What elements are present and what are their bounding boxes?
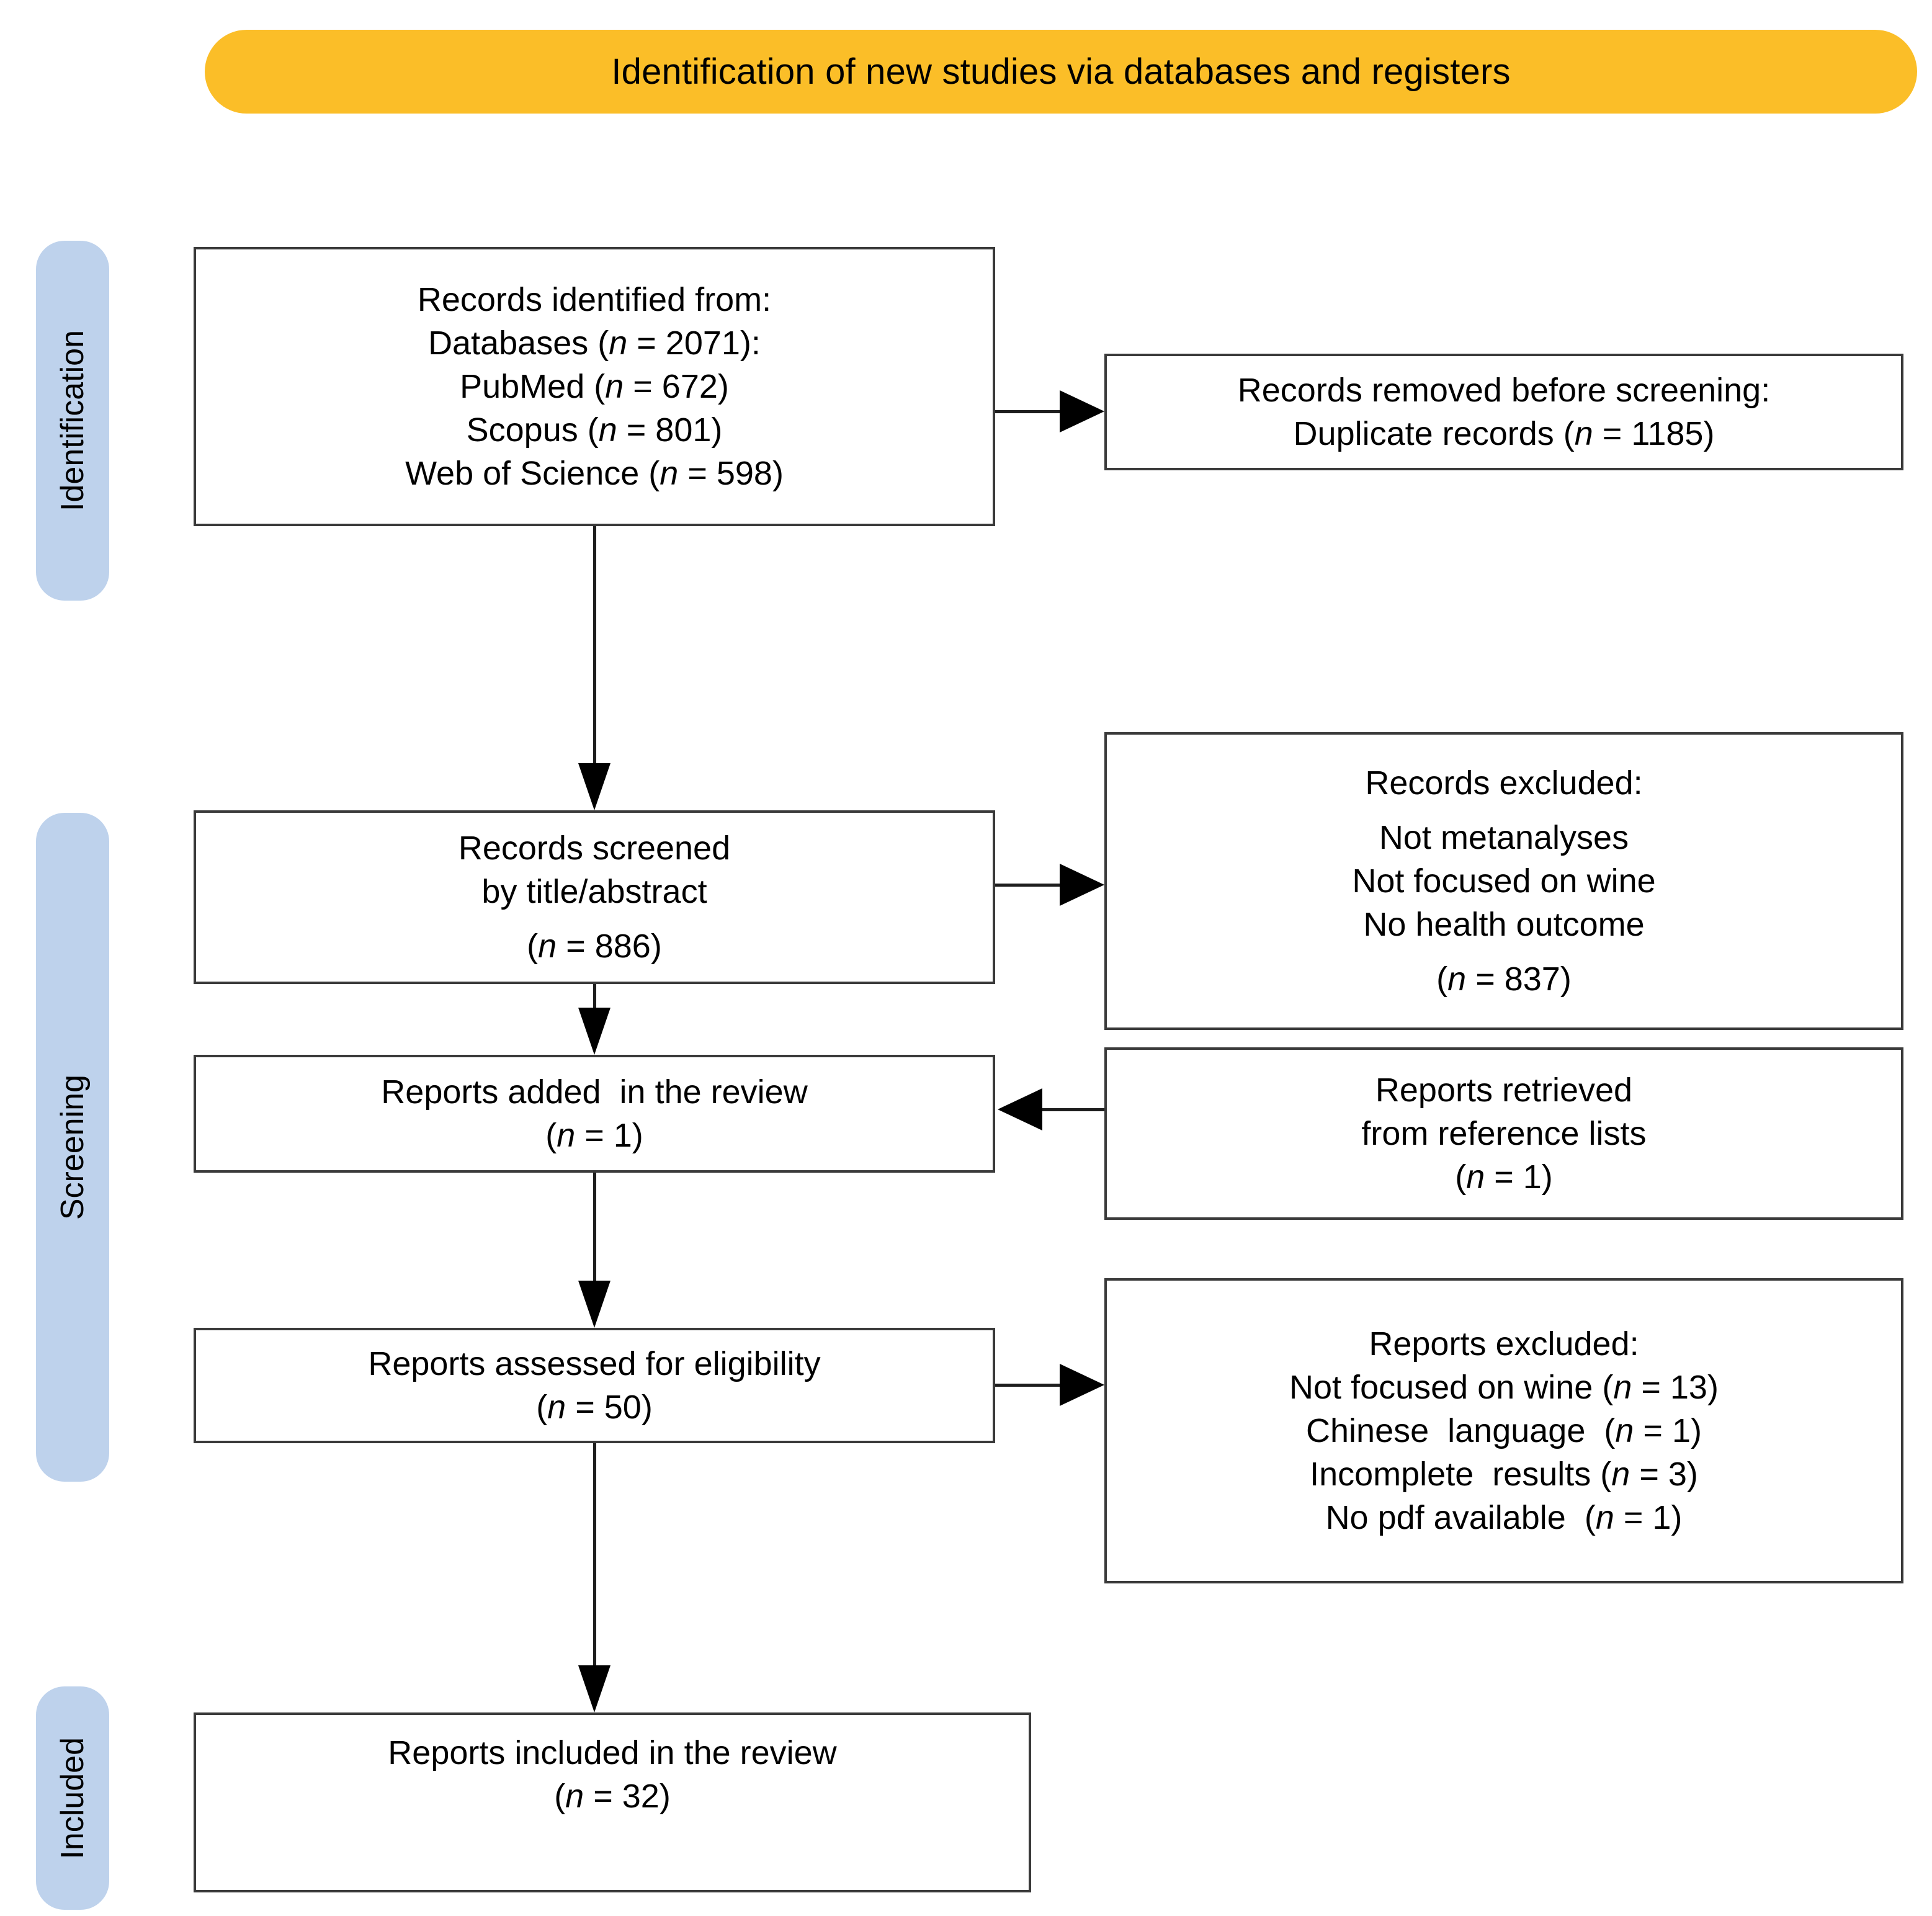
box-line: Reports excluded: [1369, 1325, 1639, 1363]
box-line: Reports added in the review [381, 1073, 808, 1111]
box-line: No health outcome [1363, 906, 1645, 944]
box-line: (n = 1) [1455, 1158, 1553, 1196]
box-line: Not metanalyses [1379, 818, 1629, 856]
arrowhead-down-to-eligibility [578, 1281, 610, 1328]
box-line: Databases (n = 2071): [428, 324, 761, 362]
arrowhead-right-to-reports-excluded [1060, 1364, 1104, 1406]
box-line: Records excluded: [1365, 764, 1643, 802]
box-line: (n = 1) [545, 1117, 643, 1154]
box-reports-added: Reports added in the review (n = 1) [194, 1055, 995, 1173]
box-reports-excluded: Reports excluded: Not focused on wine (n… [1104, 1278, 1903, 1583]
connector-retrieved-to-added [1042, 1108, 1104, 1111]
arrowhead-down-to-included [578, 1665, 610, 1712]
box-line: Incomplete results (n = 3) [1310, 1456, 1698, 1493]
box-line: Web of Science (n = 598) [405, 455, 784, 493]
box-line: Records removed before screening: [1237, 371, 1771, 409]
stage-label-identification-text: Identification [55, 330, 91, 511]
box-line: (n = 32) [554, 1778, 671, 1815]
diagram-title-banner: Identification of new studies via databa… [205, 30, 1917, 114]
box-line: (n = 50) [536, 1389, 653, 1426]
box-records-screened: Records screened by title/abstract (n = … [194, 810, 995, 984]
stage-label-identification: Identification [36, 241, 109, 601]
connector-identified-to-screened [593, 526, 596, 763]
box-records-excluded: Records excluded: Not metanalyses Not fo… [1104, 732, 1903, 1030]
box-records-removed-before-screening: Records removed before screening: Duplic… [1104, 354, 1903, 470]
box-line: Reports included in the review [388, 1734, 837, 1771]
connector-identified-to-removed [995, 410, 1062, 413]
box-line: Records screened [458, 829, 731, 867]
connector-eligibility-to-reports-excluded [995, 1384, 1062, 1387]
box-line: Not focused on wine (n = 13) [1289, 1368, 1719, 1406]
box-reports-included: Reports included in the review (n = 32) [194, 1712, 1031, 1892]
diagram-title: Identification of new studies via databa… [611, 51, 1511, 92]
arrowhead-right-to-removed [1060, 390, 1104, 432]
box-line: from reference lists [1361, 1114, 1647, 1152]
box-reports-assessed-eligibility: Reports assessed for eligibility (n = 50… [194, 1328, 995, 1443]
box-line: Duplicate records (n = 1185) [1293, 415, 1715, 452]
box-records-identified: Records identified from: Databases (n = … [194, 247, 995, 526]
stage-label-screening-text: Screening [55, 1074, 91, 1220]
stage-label-included: Included [36, 1686, 109, 1910]
arrowhead-down-to-screened [578, 763, 610, 810]
arrowhead-right-to-records-excluded [1060, 864, 1104, 906]
stage-label-screening: Screening [36, 813, 109, 1482]
box-line: Scopus (n = 801) [466, 411, 723, 449]
connector-screened-to-added [593, 984, 596, 1009]
arrowhead-down-to-added [578, 1008, 610, 1055]
box-line: (n = 837) [1436, 960, 1572, 998]
box-line: Not focused on wine [1352, 862, 1656, 900]
box-line: Chinese language (n = 1) [1306, 1412, 1702, 1449]
box-line: Records identified from: [417, 280, 772, 318]
box-line: Reports assessed for eligibility [368, 1345, 821, 1382]
connector-screened-to-records-excluded [995, 884, 1062, 887]
box-reports-retrieved: Reports retrieved from reference lists (… [1104, 1047, 1903, 1220]
box-line: No pdf available (n = 1) [1325, 1499, 1683, 1537]
stage-label-included-text: Included [55, 1737, 91, 1860]
box-line: by title/abstract [481, 872, 707, 910]
box-line: (n = 886) [527, 928, 662, 965]
connector-eligibility-to-included [593, 1443, 596, 1667]
box-line: PubMed (n = 672) [460, 367, 729, 405]
connector-added-to-eligibility [593, 1173, 596, 1282]
box-line: Reports retrieved [1375, 1071, 1633, 1109]
arrowhead-left-to-added [998, 1088, 1042, 1130]
